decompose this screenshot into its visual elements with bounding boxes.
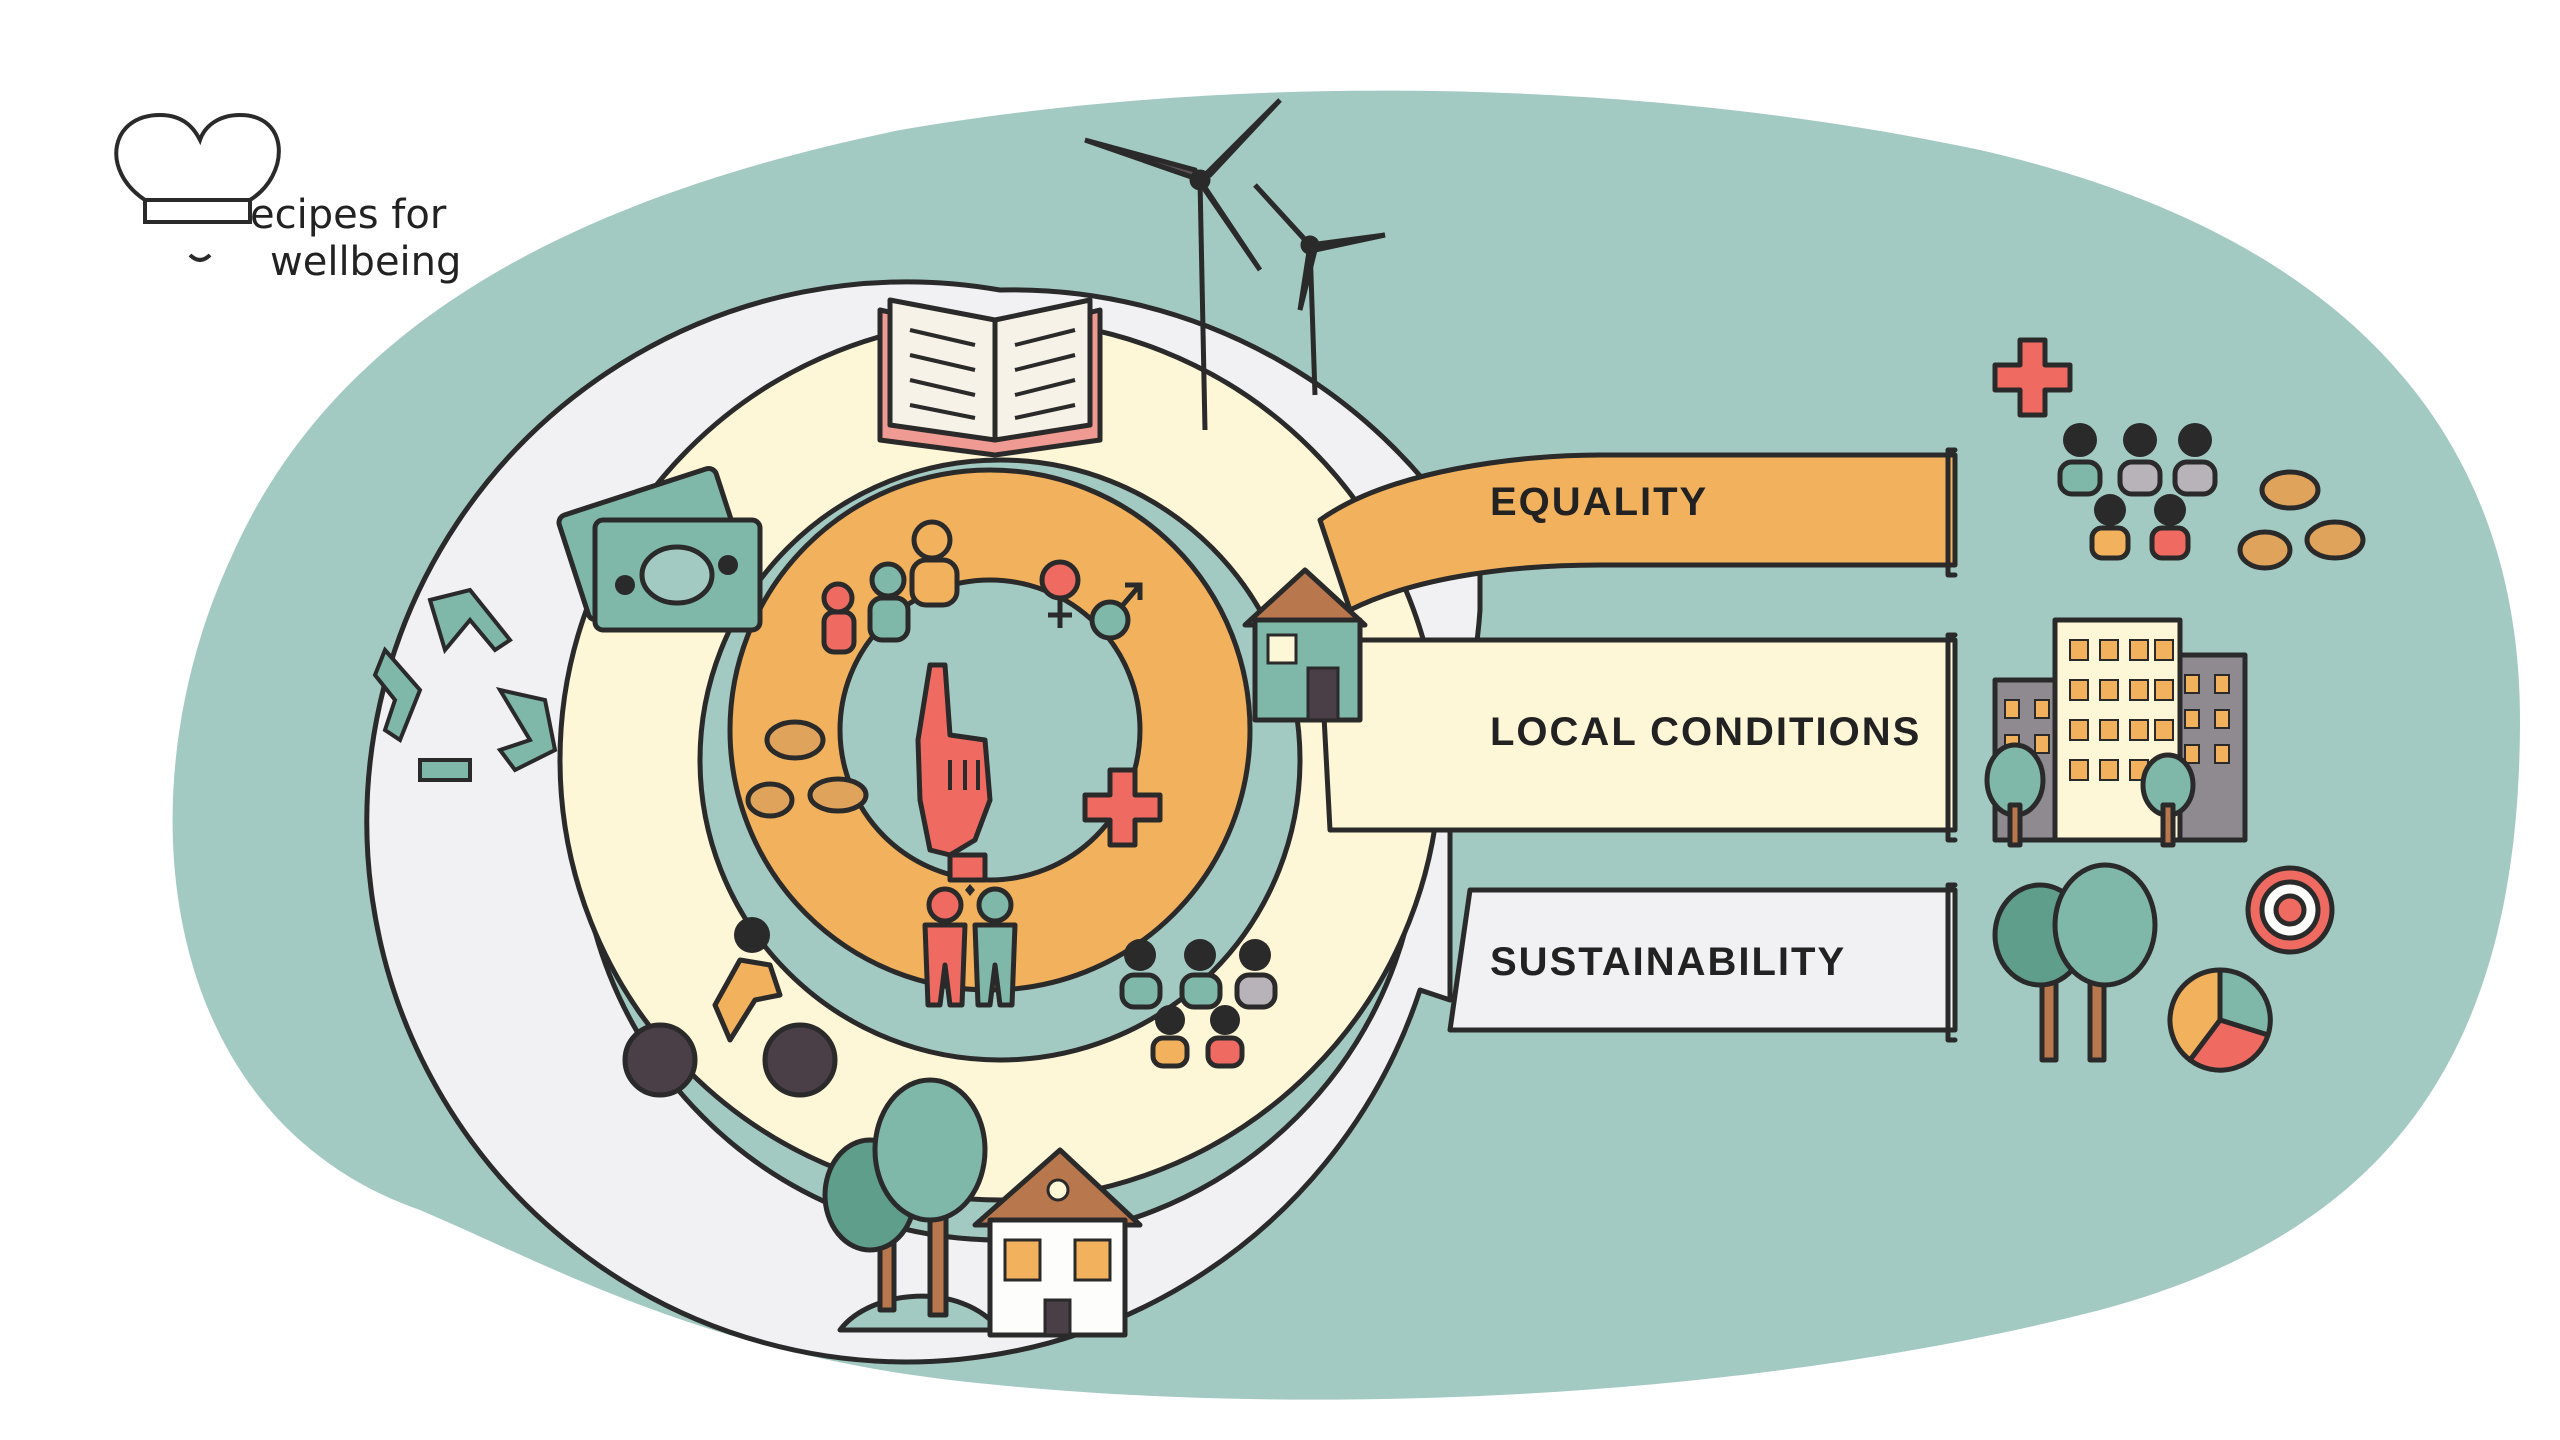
- equality-label: EQUALITY: [1490, 480, 1708, 524]
- recycle-icon: [372, 587, 558, 782]
- heart-hat-icon: [114, 112, 281, 202]
- money-icon: [556, 466, 763, 633]
- trees-icon: [1992, 862, 2158, 1063]
- people-group-icon: [1119, 939, 1278, 1069]
- buildings-icon: [1984, 617, 2248, 848]
- coins-icon: [2237, 469, 2366, 571]
- health-cross-icon: [1082, 767, 1163, 848]
- trees-icon: [822, 1077, 1003, 1333]
- people-group-icon: [2057, 423, 2218, 561]
- orange-ring: [727, 447, 1958, 993]
- coins-icon: [745, 719, 869, 819]
- cyclist-icon: [622, 917, 838, 1098]
- logo-line2: wellbeing: [270, 239, 461, 285]
- sustainability-label: SUSTAINABILITY: [1490, 940, 1846, 984]
- family-icon: [922, 884, 1018, 1008]
- local-conditions-label: LOCAL CONDITIONS: [1490, 710, 1921, 754]
- wind-turbine-icon: [1084, 98, 1386, 431]
- pie-chart-icon: [2167, 967, 2273, 1073]
- health-cross-icon: [1992, 337, 2073, 418]
- house-icon: [1242, 567, 1368, 723]
- logo: ecipes for wellbeing: [114, 112, 461, 285]
- logo-line1: ecipes for: [250, 192, 447, 238]
- people-group-icon: [821, 519, 960, 655]
- pointing-hand-icon: [915, 662, 993, 883]
- book-icon: [877, 297, 1103, 458]
- gender-symbols-icon: [1039, 559, 1143, 641]
- sustainability-band: [1447, 882, 1958, 1043]
- house-icon: [972, 1147, 1143, 1338]
- target-icon: [2245, 865, 2335, 955]
